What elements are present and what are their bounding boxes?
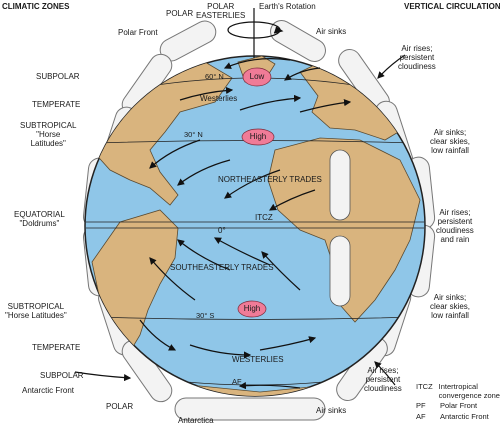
low-pressure-label: Low: [249, 72, 265, 81]
outer-arrow-air-rises-bottom: [374, 361, 396, 386]
zone-temperate-top: TEMPERATE: [32, 100, 81, 109]
arrow-westerly-3: [299, 99, 352, 113]
legend-desc: Antarctic Front: [440, 411, 489, 421]
legend-abbr: AF: [416, 411, 426, 421]
af-label: AF: [232, 377, 242, 386]
earths-rotation-label: Earth's Rotation: [259, 2, 316, 11]
legend-abbr: PF: [416, 401, 426, 410]
lat-30s-label: 30° S: [196, 311, 215, 320]
rotation-arrowhead: [273, 26, 284, 34]
outer-arrow-antarctic-front: [74, 371, 132, 382]
arrow-westerly-2: [239, 94, 302, 111]
zone-subtropical-top: SUBTROPICAL "Horse Latitudes": [20, 121, 77, 148]
zone-temperate-bottom: TEMPERATE: [32, 343, 81, 352]
wind-arrows: [139, 58, 352, 390]
zone-polar-bottom: POLAR: [106, 402, 134, 411]
vertical-circulation-header: VERTICAL CIRCULATION: [404, 2, 500, 11]
zone-subtropical-bottom: SUBTROPICAL "Horse Latitudes": [5, 302, 67, 320]
equator-label: 0°: [218, 226, 226, 235]
westerlies-top-label: Westerlies: [200, 94, 238, 103]
globe: [84, 8, 426, 397]
air-rises-top-label: Air rises; persistent cloudiness: [398, 44, 436, 71]
antarctic-front-label: Antarctic Front: [22, 386, 75, 395]
arrow-polar-south-1: [238, 382, 301, 390]
arrow-westerly-south-3: [139, 319, 177, 351]
legend-abbr: ITCZ: [416, 382, 433, 391]
hadley-cell-north: [329, 149, 351, 221]
air-sinks-mid-label: Air sinks; clear skies, low rainfall: [430, 128, 471, 155]
rotation-indicator: [227, 8, 284, 58]
itcz-label: ITCZ: [255, 213, 273, 222]
arrow-westerly-south-1: [189, 344, 252, 359]
legend-item: PF Polar Front: [416, 401, 498, 411]
lat-30n-label: 30° N: [184, 130, 203, 139]
hadley-cell-south: [329, 235, 351, 307]
air-sinks-bottom-label: Air sinks: [316, 406, 347, 415]
high-pressure-top: [241, 128, 275, 146]
high-pressure-top-label: High: [249, 132, 267, 141]
air-sinks-top-label: Air sinks: [316, 27, 347, 36]
arrow-westerly-south-2: [259, 336, 317, 351]
arrow-ne-trade-2: [177, 159, 231, 186]
high-pressure-bottom-label: High: [243, 304, 261, 313]
pressure-centers: [237, 67, 275, 318]
westerlies-bottom-label: WESTERLIES: [232, 355, 284, 364]
outer-arrows: [74, 54, 406, 386]
arrow-se-trade-1: [213, 237, 271, 266]
legend-desc: Intertropical convergence zone: [438, 382, 500, 400]
arrow-ne-trade-3: [268, 189, 316, 211]
vertical-cells-on-globe: [329, 149, 351, 307]
ne-trades-label: NORTHEASTERLY TRADES: [218, 175, 322, 184]
polar-easterlies-label: POLAR EASTERLIES: [196, 2, 246, 20]
arrow-polar-easterly-1: [223, 58, 291, 69]
antarctica-label: Antarctica: [178, 416, 214, 425]
legend-item: AF Antarctic Front: [416, 411, 498, 422]
polar-front-label: Polar Front: [118, 28, 158, 37]
lat-60n-label: 60° N: [205, 72, 224, 81]
zone-subpolar-bottom: SUBPOLAR: [40, 371, 84, 380]
high-pressure-bottom: [237, 300, 267, 318]
arrow-se-trade-2: [177, 239, 231, 271]
arrow-ne-trade-4: [149, 139, 201, 169]
se-trades-label: SOUTHEASTERLY TRADES: [170, 263, 274, 272]
polar-cell-top-right: [270, 20, 326, 62]
arrow-westerly-1: [179, 86, 234, 101]
polar-cell-bottom: [174, 397, 326, 421]
land-africa: [267, 137, 421, 323]
lat-30s-line: [97, 316, 413, 320]
air-rises-bottom-label: Air rises; persistent cloudiness: [364, 366, 402, 393]
outer-arrow-air-rises-top: [377, 54, 406, 79]
zone-subpolar-top: SUBPOLAR: [36, 72, 80, 81]
legend-desc: Polar Front: [440, 401, 478, 410]
zone-equatorial: EQUATORIAL "Doldrums": [14, 210, 65, 228]
arrow-ne-trade-1: [224, 169, 281, 199]
arrow-polar-easterly-2: [284, 67, 321, 81]
arrow-se-trade-3: [261, 251, 301, 291]
legend-item: ITCZ Intertropical convergence zone: [416, 382, 500, 400]
low-pressure-top: [242, 67, 272, 87]
legend: ITCZ Intertropical convergence zone PF P…: [416, 382, 500, 422]
air-rises-mid-label: Air rises; persistent cloudiness and rai…: [436, 208, 474, 244]
arrow-se-trade-4: [149, 257, 196, 301]
air-sinks-low-label: Air sinks; clear skies, low rainfall: [430, 293, 471, 320]
zone-polar-top: POLAR: [166, 9, 194, 18]
climatic-zones-header: CLIMATIC ZONES: [2, 2, 70, 11]
